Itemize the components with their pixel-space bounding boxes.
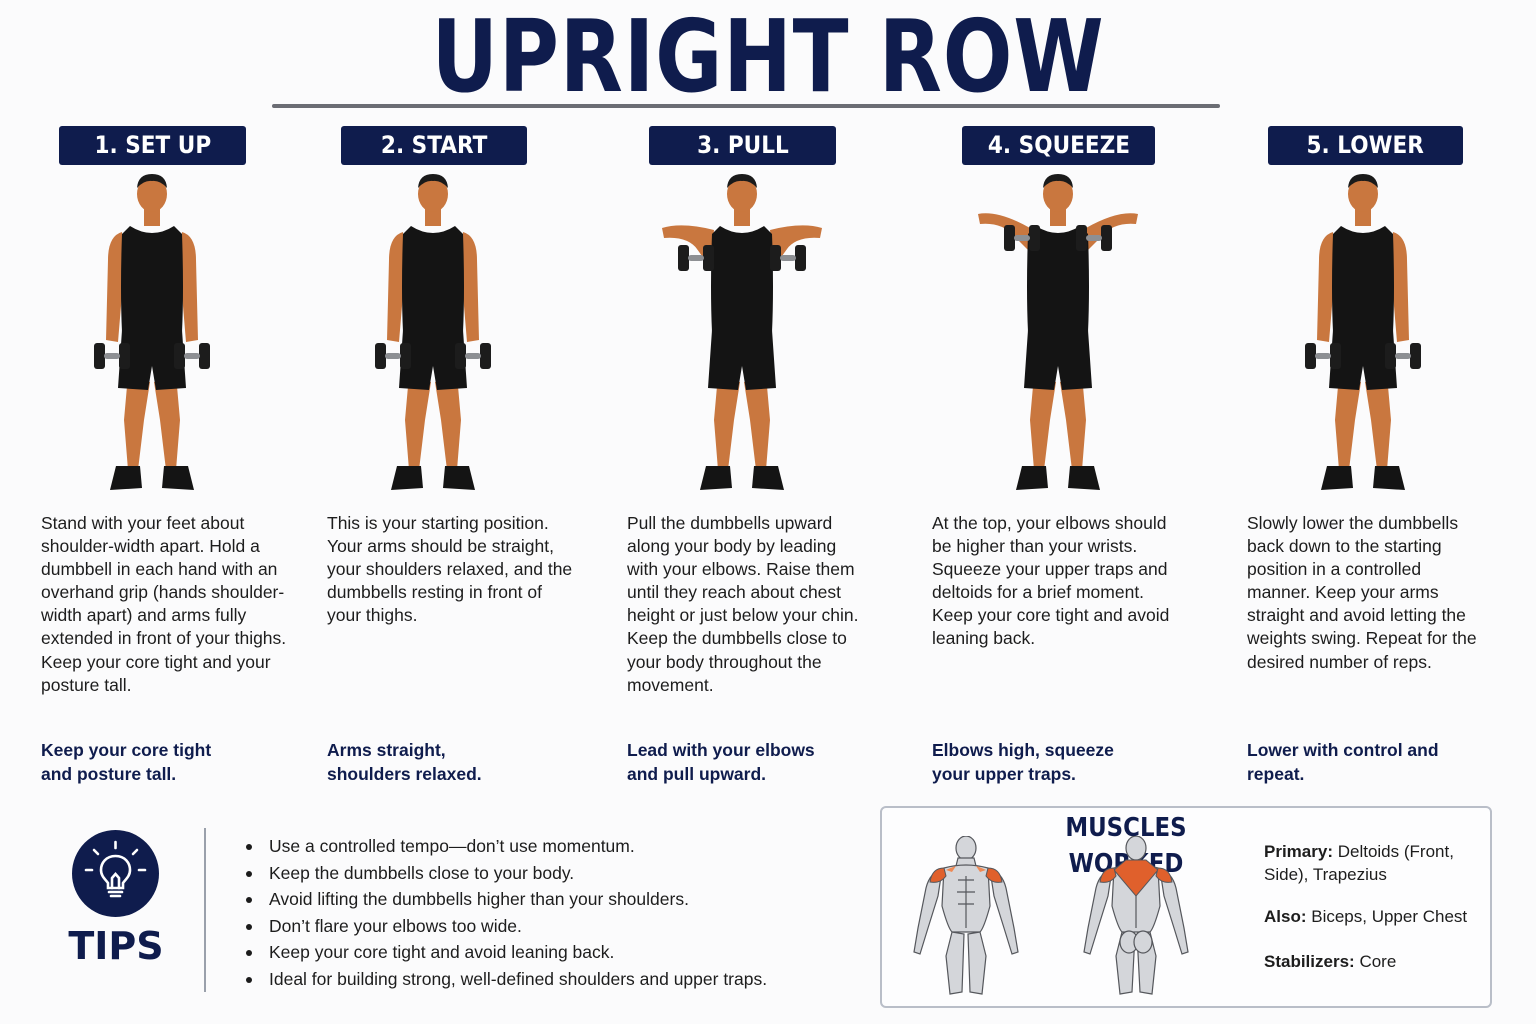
left-arm <box>1317 232 1335 342</box>
right-arm <box>1086 213 1138 250</box>
left-arm <box>106 232 124 342</box>
shorts <box>708 330 776 390</box>
step-1-description: Stand with your feet about shoulder-widt… <box>41 513 287 695</box>
shorts <box>399 330 467 390</box>
hair <box>1043 174 1073 188</box>
title-underline <box>272 104 1220 108</box>
tip-item: Ideal for building strong, well-defined … <box>246 966 767 993</box>
page-title: UPRIGHT ROW <box>431 0 1105 115</box>
left-arm <box>978 213 1030 250</box>
step-5-badge: 5. LOWER <box>1268 126 1463 165</box>
step-5-cue: Lower with control and repeat. <box>1247 740 1439 784</box>
step-1-badge: 1. SET UP <box>59 126 246 165</box>
right-arm <box>461 232 479 342</box>
tip-item: Avoid lifting the dumbbells higher than … <box>246 886 767 913</box>
step-5-figure <box>1305 174 1421 490</box>
dumbbell <box>375 343 411 369</box>
step-3-cue: Lead with your elbows and pull upward. <box>627 740 815 784</box>
right-leg <box>435 375 461 470</box>
step-2-description: This is your starting position. Your arm… <box>327 513 573 626</box>
tip-item: Use a controlled tempo—don’t use momentu… <box>246 833 767 860</box>
left-shoe <box>700 466 732 490</box>
step-4-cue: Elbows high, squeeze your upper traps. <box>932 740 1114 784</box>
lightbulb-icon <box>84 840 147 898</box>
muscles-also: Also: Biceps, Upper Chest <box>1264 907 1468 926</box>
step-3-badge: 3. PULL <box>649 126 836 165</box>
dumbbell <box>174 343 210 369</box>
step-1-cue: Keep your core tight and posture tall. <box>41 740 212 784</box>
dumbbell <box>1004 225 1040 251</box>
shorts <box>1024 330 1092 390</box>
left-leg <box>124 375 150 470</box>
head <box>727 176 757 212</box>
muscles-stabilizers: Stabilizers: Core <box>1264 952 1397 971</box>
left-leg <box>1335 375 1361 470</box>
right-arm <box>770 225 822 266</box>
dumbbell <box>94 343 130 369</box>
tank-top <box>711 226 773 332</box>
dumbbell <box>1385 343 1421 369</box>
right-shoe <box>162 466 194 490</box>
left-leg <box>714 375 740 470</box>
dumbbell <box>678 245 714 271</box>
tip-item: Keep the dumbbells close to your body. <box>246 860 767 887</box>
tips-list: Use a controlled tempo—don’t use momentu… <box>246 833 767 993</box>
right-shoe <box>443 466 475 490</box>
dumbbell <box>770 245 806 271</box>
left-arm <box>387 232 405 342</box>
step-4-badge: 4. SQUEEZE <box>962 126 1155 165</box>
head <box>1348 176 1378 212</box>
tips-label: TIPS <box>68 924 164 968</box>
hair <box>1348 174 1378 188</box>
head <box>1043 176 1073 212</box>
hair <box>137 174 167 188</box>
anatomy-front-figure <box>913 836 1019 995</box>
step-4-description: At the top, your elbows should be higher… <box>932 513 1170 649</box>
step-5-description: Slowly lower the dumbbells back down to … <box>1247 513 1477 672</box>
step-3-description: Pull the dumbbells upward along your bod… <box>627 513 859 695</box>
right-shoe <box>1373 466 1405 490</box>
tips-divider <box>204 828 206 992</box>
step-2-figure <box>375 174 491 490</box>
step-2-badge: 2. START <box>341 126 527 165</box>
dumbbell <box>455 343 491 369</box>
right-shoe <box>1068 466 1100 490</box>
tank-top <box>1332 226 1394 332</box>
left-leg <box>1030 375 1056 470</box>
hair <box>418 174 448 188</box>
tank-top <box>402 226 464 332</box>
shorts <box>118 330 186 390</box>
right-leg <box>154 375 180 470</box>
step-4-figure <box>978 174 1138 490</box>
head <box>137 176 167 212</box>
right-arm <box>180 232 198 342</box>
tips-badge <box>72 830 159 917</box>
muscles-worked-title: MUSCLES WORKED <box>1065 813 1187 879</box>
right-arm <box>1391 232 1409 342</box>
left-shoe <box>1016 466 1048 490</box>
tank-top <box>1027 226 1089 332</box>
right-leg <box>1365 375 1391 470</box>
left-shoe <box>391 466 423 490</box>
left-shoe <box>1321 466 1353 490</box>
left-arm <box>662 225 714 266</box>
right-leg <box>744 375 770 470</box>
tank-top <box>121 226 183 332</box>
right-leg <box>1060 375 1086 470</box>
anatomy-back-figure <box>1083 836 1189 995</box>
muscles-primary: Primary: Deltoids (Front, Side), Trapezi… <box>1264 842 1454 884</box>
tip-item: Don’t flare your elbows too wide. <box>246 913 767 940</box>
dumbbell <box>1305 343 1341 369</box>
dumbbell <box>1076 225 1112 251</box>
step-3-figure <box>662 174 822 490</box>
right-shoe <box>752 466 784 490</box>
step-1-figure <box>94 174 210 490</box>
shorts <box>1329 330 1397 390</box>
tip-item: Keep your core tight and avoid leaning b… <box>246 939 767 966</box>
head <box>418 176 448 212</box>
step-2-cue: Arms straight, shoulders relaxed. <box>327 740 482 784</box>
left-leg <box>405 375 431 470</box>
hair <box>727 174 757 188</box>
left-shoe <box>110 466 142 490</box>
